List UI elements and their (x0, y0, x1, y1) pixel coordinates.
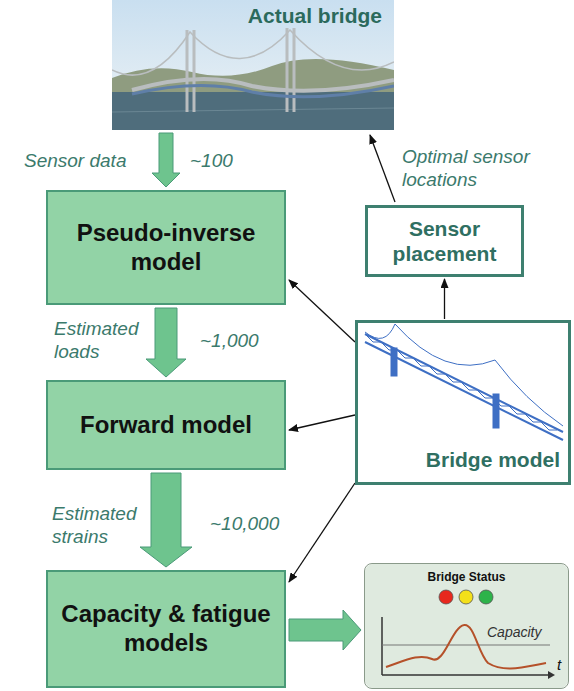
count-label: ~100 (190, 150, 233, 173)
model-box: Bridge model (355, 320, 571, 485)
node-text: Actual bridge (248, 4, 382, 28)
process-box: Pseudo-inverse model (46, 190, 286, 305)
node-text: Forward model (80, 411, 252, 440)
node-text: Pseudo-inverse model (60, 219, 272, 277)
count-label: ~1,000 (200, 330, 259, 353)
photo-node: Actual bridge (112, 0, 394, 130)
node-text: Capacity & fatigue models (60, 600, 272, 658)
flow-arrow (146, 308, 186, 377)
node-text: Bridge model (426, 448, 560, 472)
edge-label: Optimal sensor locations (402, 146, 552, 192)
node-text: Capacity (487, 624, 541, 640)
reference-arrow (289, 483, 355, 582)
process-box: Capacity & fatigue models (46, 570, 286, 688)
flow-arrow (289, 610, 361, 650)
reference-arrow (289, 280, 355, 342)
reference-arrow (444, 279, 445, 319)
process-box: Sensor placement (365, 205, 524, 277)
edge-label: Estimated strains (52, 503, 152, 549)
node-text: Sensor placement (378, 216, 511, 266)
reference-arrow (289, 415, 355, 430)
process-box: Forward model (46, 380, 286, 470)
count-label: ~10,000 (210, 513, 279, 536)
node-text: Bridge Status (365, 570, 568, 584)
edge-label: Sensor data (24, 150, 164, 173)
edge-label: Estimated loads (54, 318, 154, 364)
status-panel: Bridge StatusCapacity t (364, 563, 569, 689)
reference-arrow (370, 135, 395, 202)
node-text: t (557, 656, 561, 673)
flow-arrow (152, 133, 180, 187)
flow-arrow (140, 473, 192, 567)
